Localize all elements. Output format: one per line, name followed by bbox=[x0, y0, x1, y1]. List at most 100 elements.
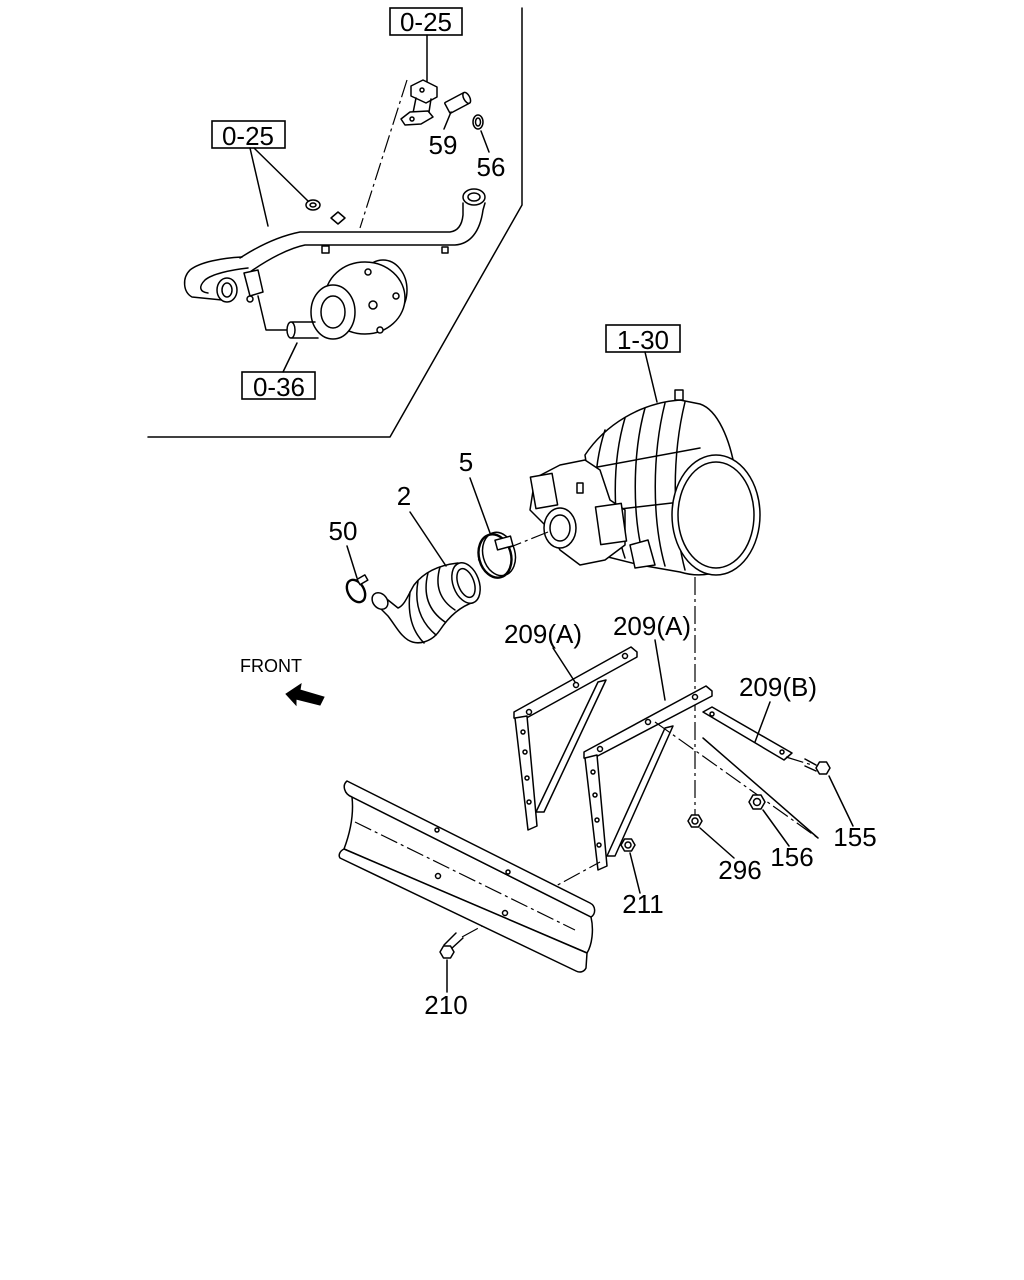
ring-inner bbox=[474, 117, 482, 127]
nut-296-hex bbox=[687, 814, 703, 828]
part-156-nut bbox=[748, 794, 766, 810]
strap-hole-2 bbox=[779, 749, 785, 755]
part-label-156: 156 bbox=[770, 842, 813, 872]
centerline-strap-to-bolt-155 bbox=[785, 756, 813, 766]
small-clamp-band bbox=[345, 578, 367, 604]
part-label-211: 211 bbox=[622, 889, 663, 919]
pipe-tab-left bbox=[321, 245, 330, 254]
part-155-bolt bbox=[804, 758, 831, 775]
part-2-intake-hose bbox=[371, 562, 481, 644]
bracket-right-hole-1 bbox=[596, 745, 604, 753]
air-cleaner-inlet-inner bbox=[549, 514, 571, 542]
bolt-210-shank-right bbox=[450, 937, 464, 950]
bracket-left-hole-1 bbox=[525, 708, 533, 716]
part-label-50: 50 bbox=[329, 516, 358, 546]
part-209a-bracket-right bbox=[583, 685, 713, 871]
clip-side-left bbox=[412, 97, 417, 114]
ref-label-0-25-left: 0-25 bbox=[222, 121, 274, 151]
pipe-clip-small bbox=[330, 211, 346, 225]
hose-rib-2 bbox=[425, 572, 446, 623]
bolt-155-head bbox=[815, 761, 831, 775]
leader-0-36 bbox=[282, 342, 298, 373]
part-label-155: 155 bbox=[833, 822, 876, 852]
pipe-upper-edge bbox=[239, 202, 464, 259]
bracket-left-leg-hole-2 bbox=[522, 749, 528, 755]
ref-box-0-36 bbox=[241, 371, 316, 400]
elbow-inner bbox=[200, 267, 249, 294]
front-arrow-icon bbox=[285, 682, 325, 707]
part-label-209a-left: 209(A) bbox=[504, 619, 582, 649]
inset-turbo-oil-line: 0-25 59 56 0-25 bbox=[147, 7, 523, 438]
part-label-5: 5 bbox=[459, 447, 473, 477]
part-label-209a-right: 209(A) bbox=[613, 611, 691, 641]
air-cleaner-latch-right bbox=[594, 502, 628, 546]
air-cleaner-stud bbox=[576, 482, 584, 494]
pipe-washer bbox=[305, 199, 321, 211]
leader-0-25-left-b bbox=[253, 147, 309, 202]
bracket-left-leg bbox=[514, 715, 538, 831]
leader-1-30 bbox=[644, 351, 658, 403]
leader-296 bbox=[699, 827, 735, 859]
ref-label-0-36: 0-36 bbox=[253, 372, 305, 402]
bracket-right-leg-hole-2 bbox=[592, 792, 598, 798]
air-cleaner-assembly bbox=[529, 389, 761, 576]
nut-211-hex bbox=[620, 838, 636, 852]
nut-211-bore bbox=[624, 841, 632, 849]
frame-rail-top-flange bbox=[343, 780, 596, 918]
leader-156 bbox=[762, 809, 790, 847]
part-211-nut bbox=[620, 838, 636, 852]
ring-outer bbox=[472, 114, 484, 130]
turbo-bolt-4 bbox=[392, 292, 400, 300]
part-296-nut bbox=[687, 814, 703, 828]
hose-inner-edge bbox=[377, 601, 475, 644]
bolt-155-shank-top bbox=[804, 758, 817, 766]
sleeve-end bbox=[462, 91, 472, 105]
bracket-left-leg-hole-4 bbox=[526, 799, 532, 805]
air-cleaner-rib-4 bbox=[654, 402, 666, 567]
centerline-clip-to-pipe bbox=[359, 79, 408, 229]
air-cleaner-band-1 bbox=[591, 447, 701, 469]
oil-hose-elbow bbox=[183, 256, 290, 331]
nut-296-bore bbox=[691, 817, 699, 825]
turbo-outlet-end bbox=[286, 321, 296, 339]
hose-rib-3 bbox=[416, 580, 437, 636]
hose-rib-4 bbox=[408, 591, 425, 644]
part-label-2: 2 bbox=[397, 481, 411, 511]
leader-56 bbox=[480, 130, 490, 153]
part-209b-strap bbox=[702, 706, 793, 761]
bracket-left-leg-hole-1 bbox=[520, 729, 526, 735]
chassis-frame-rail bbox=[338, 780, 596, 973]
bracket-right-hole-3 bbox=[691, 693, 699, 701]
leader-2 bbox=[409, 511, 447, 567]
leader-155 bbox=[828, 775, 854, 827]
ref-box-0-25-top bbox=[389, 7, 463, 36]
front-direction-label: FRONT bbox=[240, 656, 302, 676]
part-50-small-clamp bbox=[345, 574, 369, 604]
elbow-connector-line bbox=[257, 295, 290, 331]
leader-209b bbox=[754, 701, 771, 743]
bracket-left-brace bbox=[535, 679, 607, 813]
elbow-bolt bbox=[246, 295, 254, 303]
bracket-right-leg-hole-1 bbox=[590, 769, 596, 775]
pipe-end-inner bbox=[467, 192, 481, 202]
leader-211 bbox=[629, 852, 641, 894]
part-label-59: 59 bbox=[429, 130, 458, 160]
frame-rail-hole-3 bbox=[505, 869, 511, 875]
ref-label-1-30: 1-30 bbox=[617, 325, 669, 355]
bracket-right-leg-hole-4 bbox=[596, 842, 602, 848]
leader-50 bbox=[346, 545, 358, 579]
strap-plate bbox=[702, 706, 793, 761]
bolt-155-shank-bottom bbox=[804, 765, 817, 772]
leader-0-25-left-a bbox=[249, 147, 269, 227]
bracket-right-leg-hole-3 bbox=[594, 817, 600, 823]
washer-outer bbox=[305, 199, 321, 211]
oil-feed-pipe bbox=[239, 188, 486, 273]
leader-59 bbox=[443, 111, 452, 130]
leader-209a-right bbox=[654, 639, 666, 701]
turbo-bolt-3 bbox=[364, 268, 372, 276]
air-cleaner-mount-foot bbox=[629, 539, 656, 569]
hose-large-end bbox=[451, 562, 481, 604]
nut-156-bore bbox=[752, 797, 762, 807]
bracket-right-leg bbox=[584, 754, 608, 871]
